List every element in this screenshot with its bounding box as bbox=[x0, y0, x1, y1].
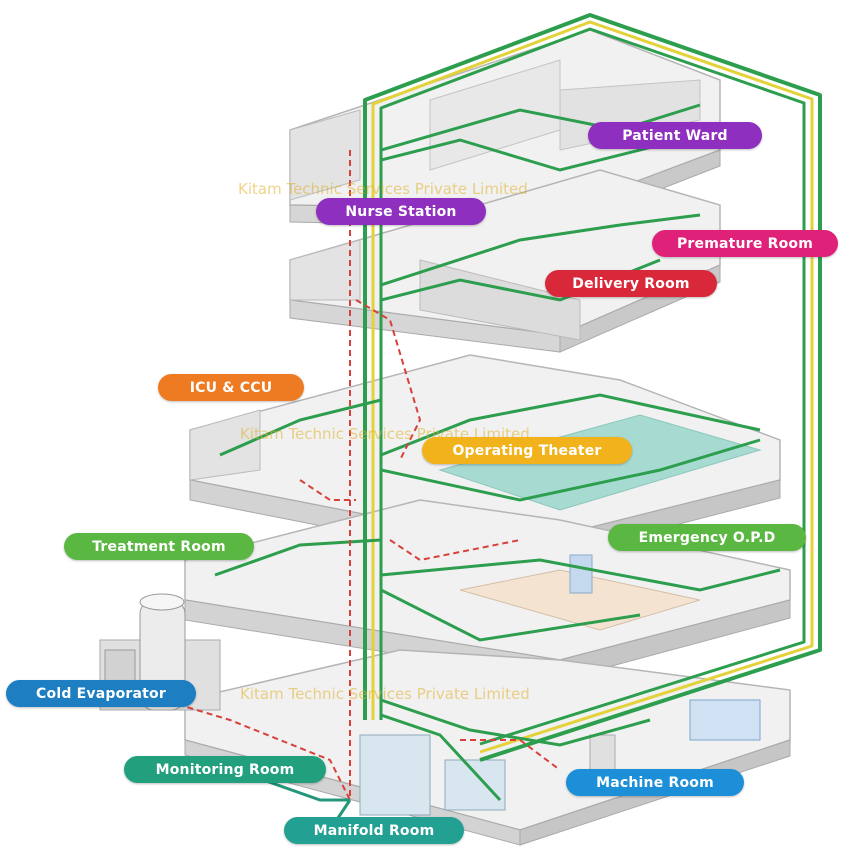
watermark-bottom: Kitam Technic Services Private Limited bbox=[240, 685, 530, 703]
label-premature-room: Premature Room bbox=[652, 230, 838, 257]
label-treatment-room: Treatment Room bbox=[64, 533, 254, 560]
label-cold-evaporator: Cold Evaporator bbox=[6, 680, 196, 707]
label-icu-ccu: ICU & CCU bbox=[158, 374, 304, 401]
watermark-top: Kitam Technic Services Private Limited bbox=[238, 180, 528, 198]
label-operating-theater: Operating Theater bbox=[422, 437, 632, 464]
label-nurse-station: Nurse Station bbox=[316, 198, 486, 225]
label-manifold-room: Manifold Room bbox=[284, 817, 464, 844]
label-machine-room: Machine Room bbox=[566, 769, 744, 796]
label-monitoring-room: Monitoring Room bbox=[124, 756, 326, 783]
label-emergency-opd: Emergency O.P.D bbox=[608, 524, 806, 551]
label-delivery-room: Delivery Room bbox=[545, 270, 717, 297]
branch-pipes bbox=[214, 103, 781, 802]
label-patient-ward: Patient Ward bbox=[588, 122, 762, 149]
floor-1-ground-machinery bbox=[184, 649, 791, 846]
